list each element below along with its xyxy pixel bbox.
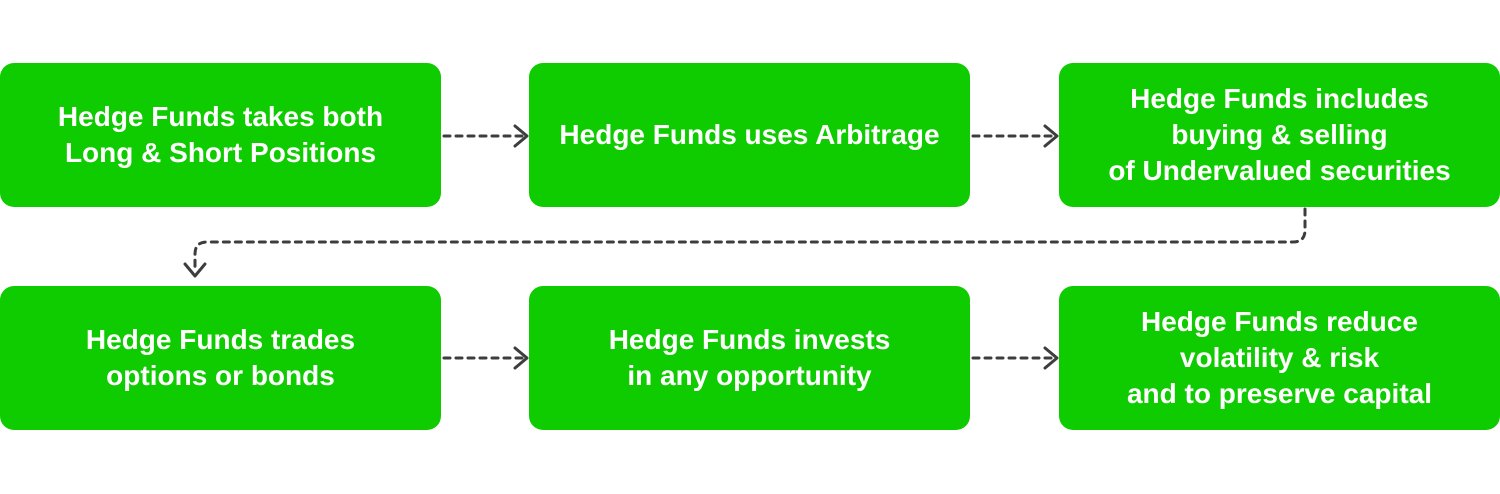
step-label-6: Hedge Funds reduce volatility & risk and… (1126, 306, 1432, 409)
step-box-2: Hedge Funds uses Arbitrage (529, 63, 970, 207)
step-box-1: Hedge Funds takes both Long & Short Posi… (0, 63, 441, 207)
step-box-6: Hedge Funds reduce volatility & risk and… (1059, 286, 1500, 430)
step-label-4: Hedge Funds trades options or bonds (85, 324, 356, 391)
connector-1-to-2 (442, 124, 529, 148)
connector-3-to-4 (183, 207, 1307, 278)
step-box-4: Hedge Funds trades options or bonds (0, 286, 441, 430)
step-box-3: Hedge Funds includes buying & selling of… (1059, 63, 1500, 207)
step-label-5: Hedge Funds invests in any opportunity (608, 324, 891, 391)
connector-4-to-5 (442, 346, 529, 370)
step-label-2: Hedge Funds uses Arbitrage (559, 119, 940, 150)
step-label-3: Hedge Funds includes buying & selling of… (1108, 83, 1451, 186)
connector-2-to-3 (971, 124, 1059, 148)
step-box-5: Hedge Funds invests in any opportunity (529, 286, 970, 430)
step-label-1: Hedge Funds takes both Long & Short Posi… (57, 101, 384, 168)
connector-5-to-6 (971, 346, 1059, 370)
